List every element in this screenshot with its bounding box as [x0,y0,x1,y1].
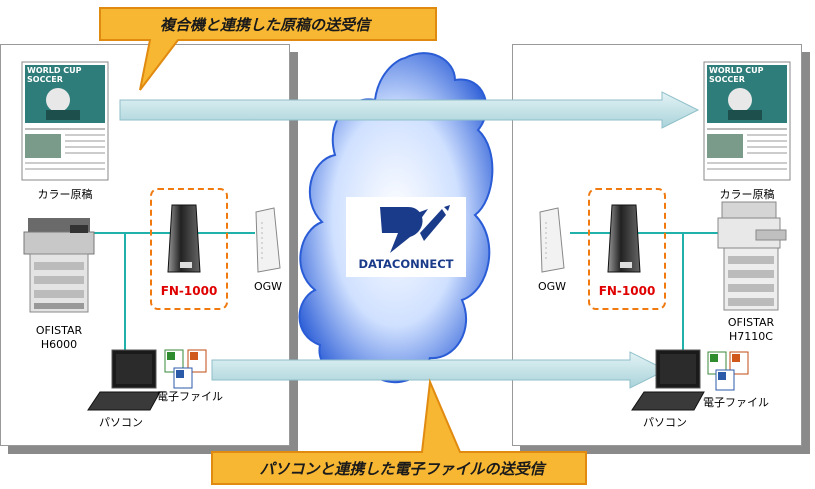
right-color-document [703,61,791,181]
right-fn1000-device [607,204,641,273]
left-fn1000-label: FN-1000 [160,284,218,298]
left-color-document [21,61,109,181]
left-pc-laptop [87,349,161,411]
right-mfp-label-1: OFISTAR [727,316,775,329]
bottom-callout-text: パソコンと連携した電子ファイルの送受信 [259,460,545,478]
left-fn1000-device [167,204,201,273]
top-callout [99,7,437,91]
left-document-headline-2: SOCCER [27,75,63,84]
right-network-lines [570,232,725,352]
left-ogw-device [255,207,281,273]
right-pc-label: パソコン [643,416,687,429]
left-fn1000-highlight [150,188,228,310]
right-document-headline: WORLD CUP SOCCER [709,66,785,84]
left-file-label: 電子ファイル [157,390,223,403]
right-fn1000-label: FN-1000 [598,284,656,298]
left-mfp-printer [23,218,95,313]
top-callout-text: 複合機と連携した原稿の送受信 [159,16,370,34]
right-ogw-device [539,207,565,273]
right-file-label: 電子ファイル [703,396,769,409]
right-pc-laptop [631,349,705,411]
left-document-headline: WORLD CUP SOCCER [27,66,103,84]
bottom-callout [211,378,587,485]
right-document-headline-2: SOCCER [709,75,745,84]
left-pc-label: パソコン [99,416,143,429]
bottom-transfer-arrow [211,351,668,389]
left-document-label: カラー原稿 [37,188,93,201]
left-file-icons [164,349,207,389]
dataconnect-logo-box: DATACONNECT [346,197,466,277]
right-document-label: カラー原稿 [719,188,775,201]
right-document-headline-1: WORLD CUP [709,66,764,75]
right-mfp-label-2: H7110C [729,330,773,343]
dataconnect-logo-text: DATACONNECT [358,257,454,271]
left-mfp-label-1: OFISTAR [35,324,83,337]
top-transfer-arrow [119,91,700,129]
right-mfp-printer [717,201,787,311]
right-ogw-label: OGW [537,280,567,293]
left-document-headline-1: WORLD CUP [27,66,82,75]
dataconnect-logo-icon [380,205,450,253]
right-file-icons [707,351,749,391]
left-ogw-label: OGW [253,280,283,293]
right-fn1000-highlight [588,188,666,310]
left-mfp-label-2: H6000 [40,338,78,351]
